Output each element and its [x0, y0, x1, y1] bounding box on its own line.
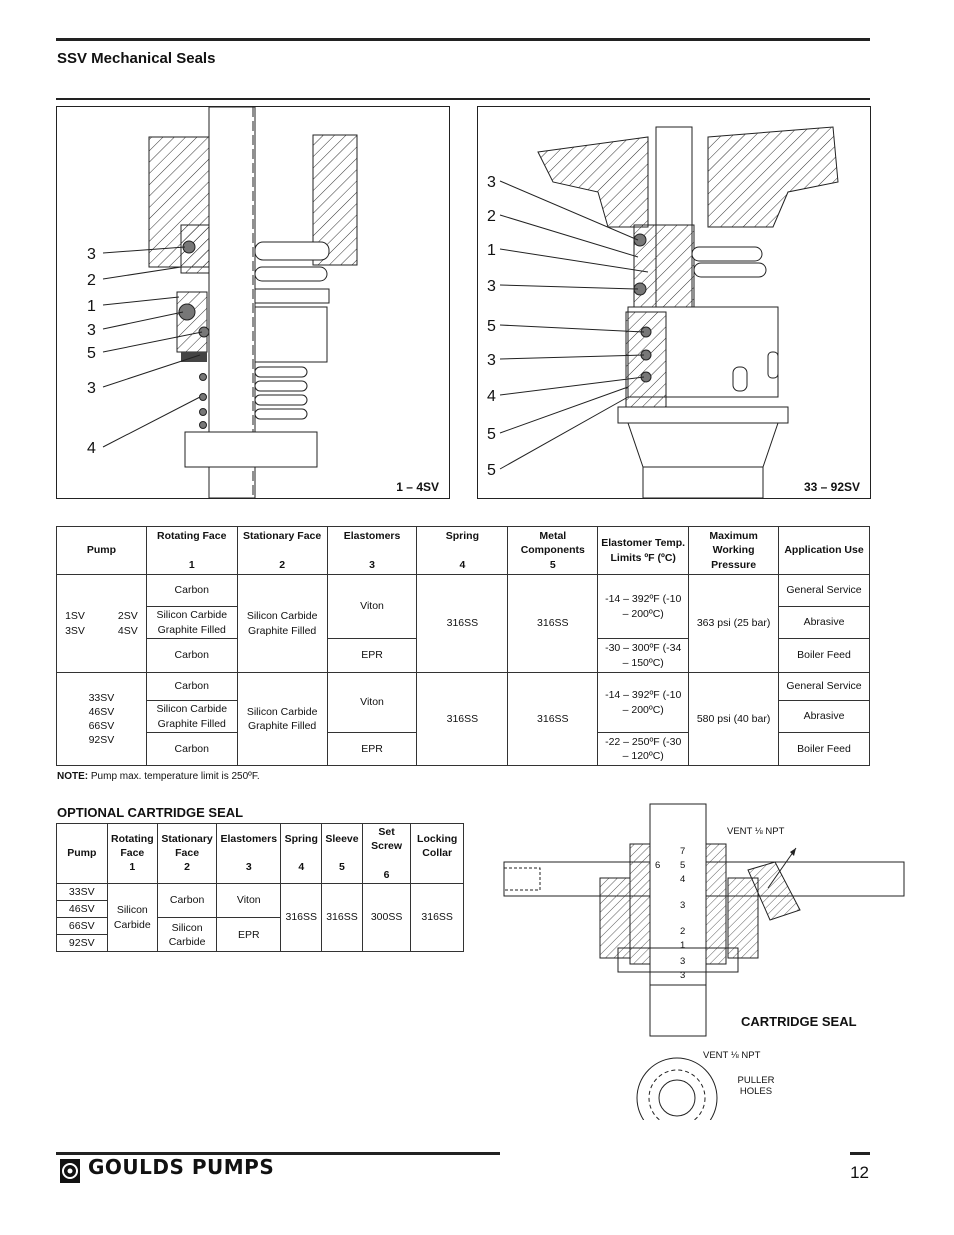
col-application: Application Use [778, 526, 870, 575]
cartridge-seal-heading: OPTIONAL CARTRIDGE SEAL [57, 805, 244, 820]
svg-text:3: 3 [680, 956, 685, 967]
svg-text:1: 1 [487, 242, 496, 259]
title-rule [56, 98, 870, 100]
table-row: 92SV [56, 934, 464, 953]
callout-5: 5 [87, 345, 96, 362]
pumps-group2: 33SV 46SV 66SV 92SV [56, 672, 147, 766]
seal-drawing-large: 3 2 1 3 5 3 4 5 5 [487, 126, 839, 498]
svg-text:6: 6 [655, 860, 660, 871]
table-row: 33SV Silicon Carbide Carbon Viton 316SS … [56, 882, 464, 953]
svg-text:5: 5 [487, 318, 496, 335]
svg-text:2: 2 [680, 926, 685, 937]
svg-text:3: 3 [680, 970, 685, 981]
callout-2: 2 [87, 272, 96, 289]
table-row: 1SV 2SV 3SV 4SV Carbon Silicon Carbide G… [56, 574, 870, 673]
table-row: Carbon EPR -22 – 250ºF (-30 – 120ºC) Boi… [57, 732, 870, 766]
svg-text:5: 5 [487, 462, 496, 479]
svg-text:5: 5 [487, 426, 496, 443]
seal-diagram-large: 3 2 1 3 5 3 4 5 5 33 – 92SV [477, 106, 871, 499]
figure-caption-large: 33 – 92SV [803, 480, 860, 494]
table-row: Carbon EPR -30 – 300ºF (-34 – 150ºC) Boi… [57, 638, 870, 673]
svg-text:3: 3 [487, 352, 496, 369]
col-pump: Pump [56, 526, 147, 575]
cartridge-seal-label: CARTRIDGE SEAL [741, 1014, 857, 1029]
callout-4: 4 [87, 440, 96, 457]
svg-text:2: 2 [487, 208, 496, 225]
col-temp-limits: Elastomer Temp. Limits ºF (ºC) [597, 526, 690, 575]
top-rule [56, 38, 870, 41]
callout-3-b: 3 [87, 322, 96, 339]
footer-rule-right [850, 1152, 870, 1155]
seal-diagram-small: 3 2 1 3 5 3 4 1 – 4SV [56, 106, 450, 499]
table-row: Silicon Carbide Graphite Filled Abrasive [57, 606, 870, 639]
callout-1: 1 [87, 298, 96, 315]
goulds-logo-icon [57, 1157, 83, 1190]
svg-text:3: 3 [487, 278, 496, 295]
page-number: 12 [850, 1163, 869, 1182]
vent-label-bottom: VENT ⅛ NPT [703, 1050, 761, 1061]
page-title: SSV Mechanical Seals [57, 50, 216, 67]
seal-drawing-small: 3 2 1 3 5 3 4 [87, 107, 358, 498]
cartridge-seal-drawing: 7 5 4 3 2 1 3 3 6 [503, 803, 905, 1120]
callout-3-a: 3 [87, 246, 96, 263]
svg-text:4: 4 [487, 388, 496, 405]
footer-rule [56, 1152, 500, 1155]
table-row: 46SV [56, 899, 464, 919]
puller-holes-label: PULLER HOLES [737, 1075, 775, 1097]
table-row: 33SV 46SV 66SV 92SV Carbon Silicon Carbi… [56, 672, 870, 766]
svg-text:3: 3 [680, 900, 685, 911]
svg-text:4: 4 [680, 874, 685, 885]
callout-3-c: 3 [87, 380, 96, 397]
svg-text:3: 3 [487, 174, 496, 191]
pumps-group1: 1SV 2SV 3SV 4SV [56, 574, 147, 673]
brand-name: GOULDS PUMPS [88, 1155, 275, 1179]
col-max-pressure: Maximum Working Pressure [688, 526, 780, 575]
svg-text:5: 5 [680, 860, 685, 871]
temperature-note: NOTE: Pump max. temperature limit is 250… [57, 771, 260, 782]
figure-caption-small: 1 – 4SV [396, 480, 439, 494]
svg-text:7: 7 [680, 846, 685, 857]
table-row: Silicon Carbide Graphite Filled Abrasive [57, 700, 870, 733]
svg-text:1: 1 [680, 940, 685, 951]
vent-label-top: VENT ⅛ NPT [727, 826, 785, 837]
